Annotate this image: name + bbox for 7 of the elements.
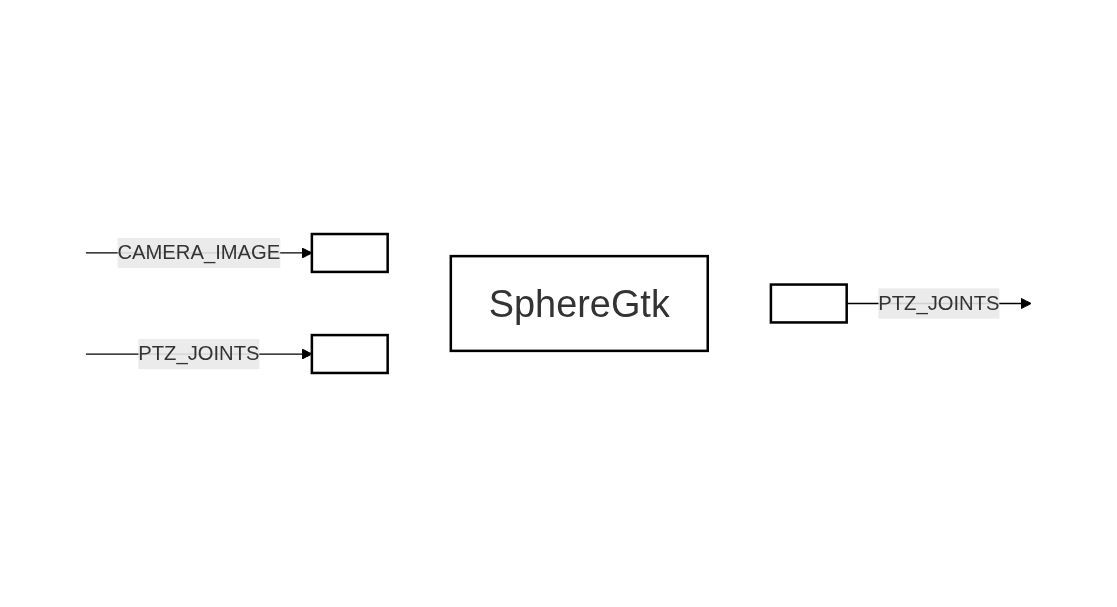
node-box: [769, 283, 848, 324]
edge-label: CAMERA_IMAGE: [117, 241, 281, 264]
node-box: SphereGtk: [449, 254, 709, 353]
edge-label: PTZ_JOINTS: [138, 342, 260, 365]
node-box: [310, 333, 389, 375]
edge-label: PTZ_JOINTS: [878, 292, 1000, 314]
node-box: [310, 232, 389, 274]
